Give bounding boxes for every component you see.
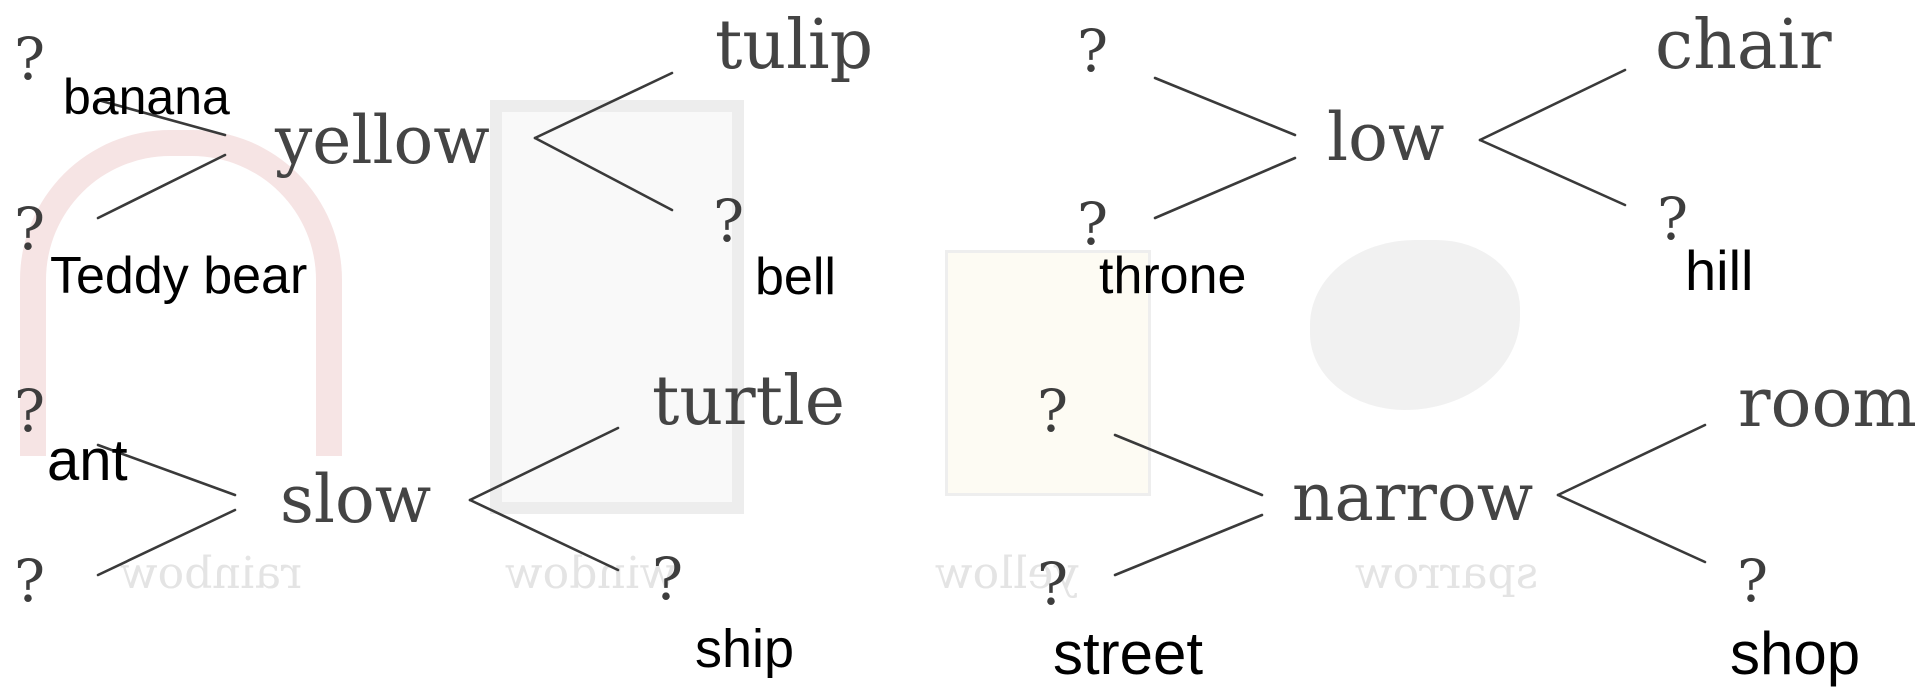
center-word-yellow: yellow bbox=[275, 102, 490, 179]
question-mark: ? bbox=[652, 545, 684, 613]
prompt-word-turtle: turtle bbox=[652, 362, 845, 441]
question-mark: ? bbox=[1077, 17, 1109, 85]
sparrow-illustration bbox=[1310, 240, 1520, 410]
answer-ant: ant bbox=[47, 428, 128, 493]
question-mark: ? bbox=[1737, 547, 1769, 615]
answer-teddy-bear: Teddy bear bbox=[50, 247, 308, 305]
prompt-word-room: room bbox=[1738, 364, 1917, 443]
question-mark: ? bbox=[713, 187, 745, 255]
prompt-word-chair: chair bbox=[1655, 6, 1832, 85]
answer-hill: hill bbox=[1685, 239, 1754, 302]
question-mark: ? bbox=[1037, 550, 1069, 618]
center-word-narrow: narrow bbox=[1292, 459, 1534, 536]
answer-bell: bell bbox=[755, 248, 836, 306]
answer-banana: banana bbox=[63, 69, 230, 125]
question-mark: ? bbox=[1037, 377, 1069, 445]
answer-throne: throne bbox=[1099, 247, 1247, 305]
question-mark: ? bbox=[1077, 190, 1109, 258]
window-illustration bbox=[490, 100, 744, 514]
question-mark: ? bbox=[1657, 185, 1689, 253]
center-word-low: low bbox=[1327, 99, 1445, 176]
answer-ship: ship bbox=[695, 619, 795, 679]
question-mark: ? bbox=[14, 25, 46, 93]
question-mark: ? bbox=[14, 195, 46, 263]
answer-shop: shop bbox=[1730, 620, 1861, 687]
question-mark: ? bbox=[14, 547, 46, 615]
question-mark: ? bbox=[14, 377, 46, 445]
prompt-word-tulip: tulip bbox=[715, 6, 874, 85]
center-word-slow: slow bbox=[280, 461, 432, 538]
yellow-square-illustration bbox=[945, 250, 1151, 496]
answer-street: street bbox=[1053, 620, 1204, 687]
